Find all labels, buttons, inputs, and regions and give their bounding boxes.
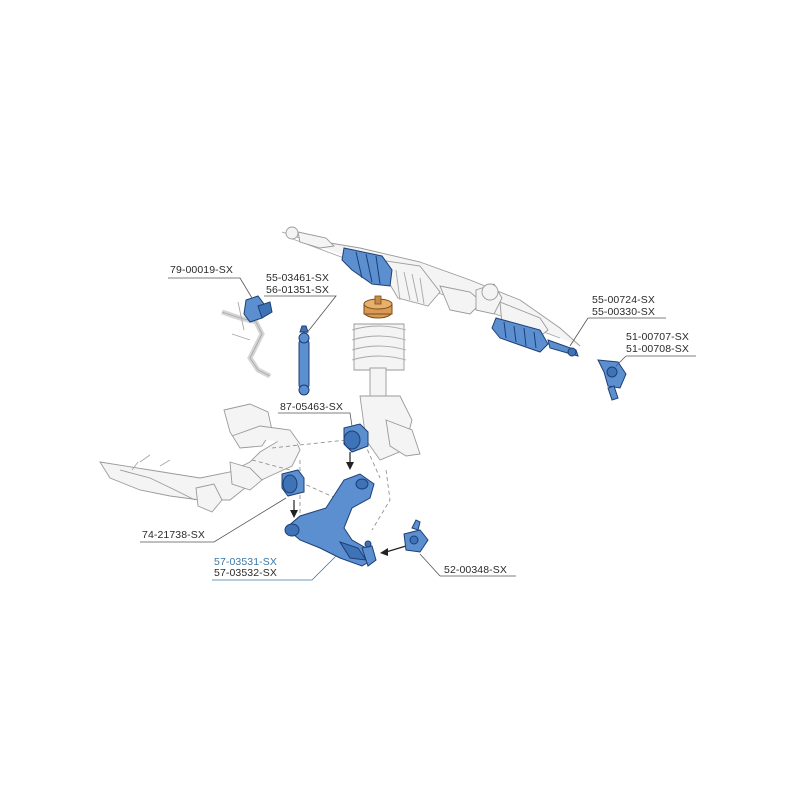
part-label-51-00708[interactable]: 51-00708-SX <box>626 343 689 355</box>
subframe <box>99 403 301 513</box>
leader-lines <box>140 277 696 581</box>
strut-top-mount <box>363 295 393 319</box>
inner-tie-rod <box>491 317 579 357</box>
part-label-74-21738[interactable]: 74-21738-SX <box>142 529 205 541</box>
part-label-51-00707[interactable]: 51-00707-SX <box>626 331 689 343</box>
part-label-52-00348[interactable]: 52-00348-SX <box>444 564 507 576</box>
part-label-57-03532[interactable]: 57-03532-SX <box>214 567 277 579</box>
lower-control-arm <box>284 473 377 567</box>
strut-assembly <box>351 323 421 461</box>
rack-boot-left <box>341 247 393 287</box>
part-label-57-03531[interactable]: 57-03531-SX <box>214 556 277 568</box>
part-label-55-03461[interactable]: 55-03461-SX <box>266 272 329 284</box>
ball-joint <box>403 519 429 553</box>
part-label-55-00330[interactable]: 55-00330-SX <box>592 306 655 318</box>
tie-rod-end <box>597 359 627 401</box>
front-bushing <box>281 469 305 497</box>
rear-bushing <box>343 423 369 453</box>
assembly-arrows <box>290 452 407 556</box>
stabilizer-bushing <box>243 295 273 323</box>
part-label-56-01351[interactable]: 56-01351-SX <box>266 284 329 296</box>
part-label-79-00019[interactable]: 79-00019-SX <box>170 264 233 276</box>
stabilizer-bar <box>221 301 272 379</box>
part-label-87-05463[interactable]: 87-05463-SX <box>280 401 343 413</box>
stabilizer-link <box>298 325 310 396</box>
part-label-55-00724[interactable]: 55-00724-SX <box>592 294 655 306</box>
